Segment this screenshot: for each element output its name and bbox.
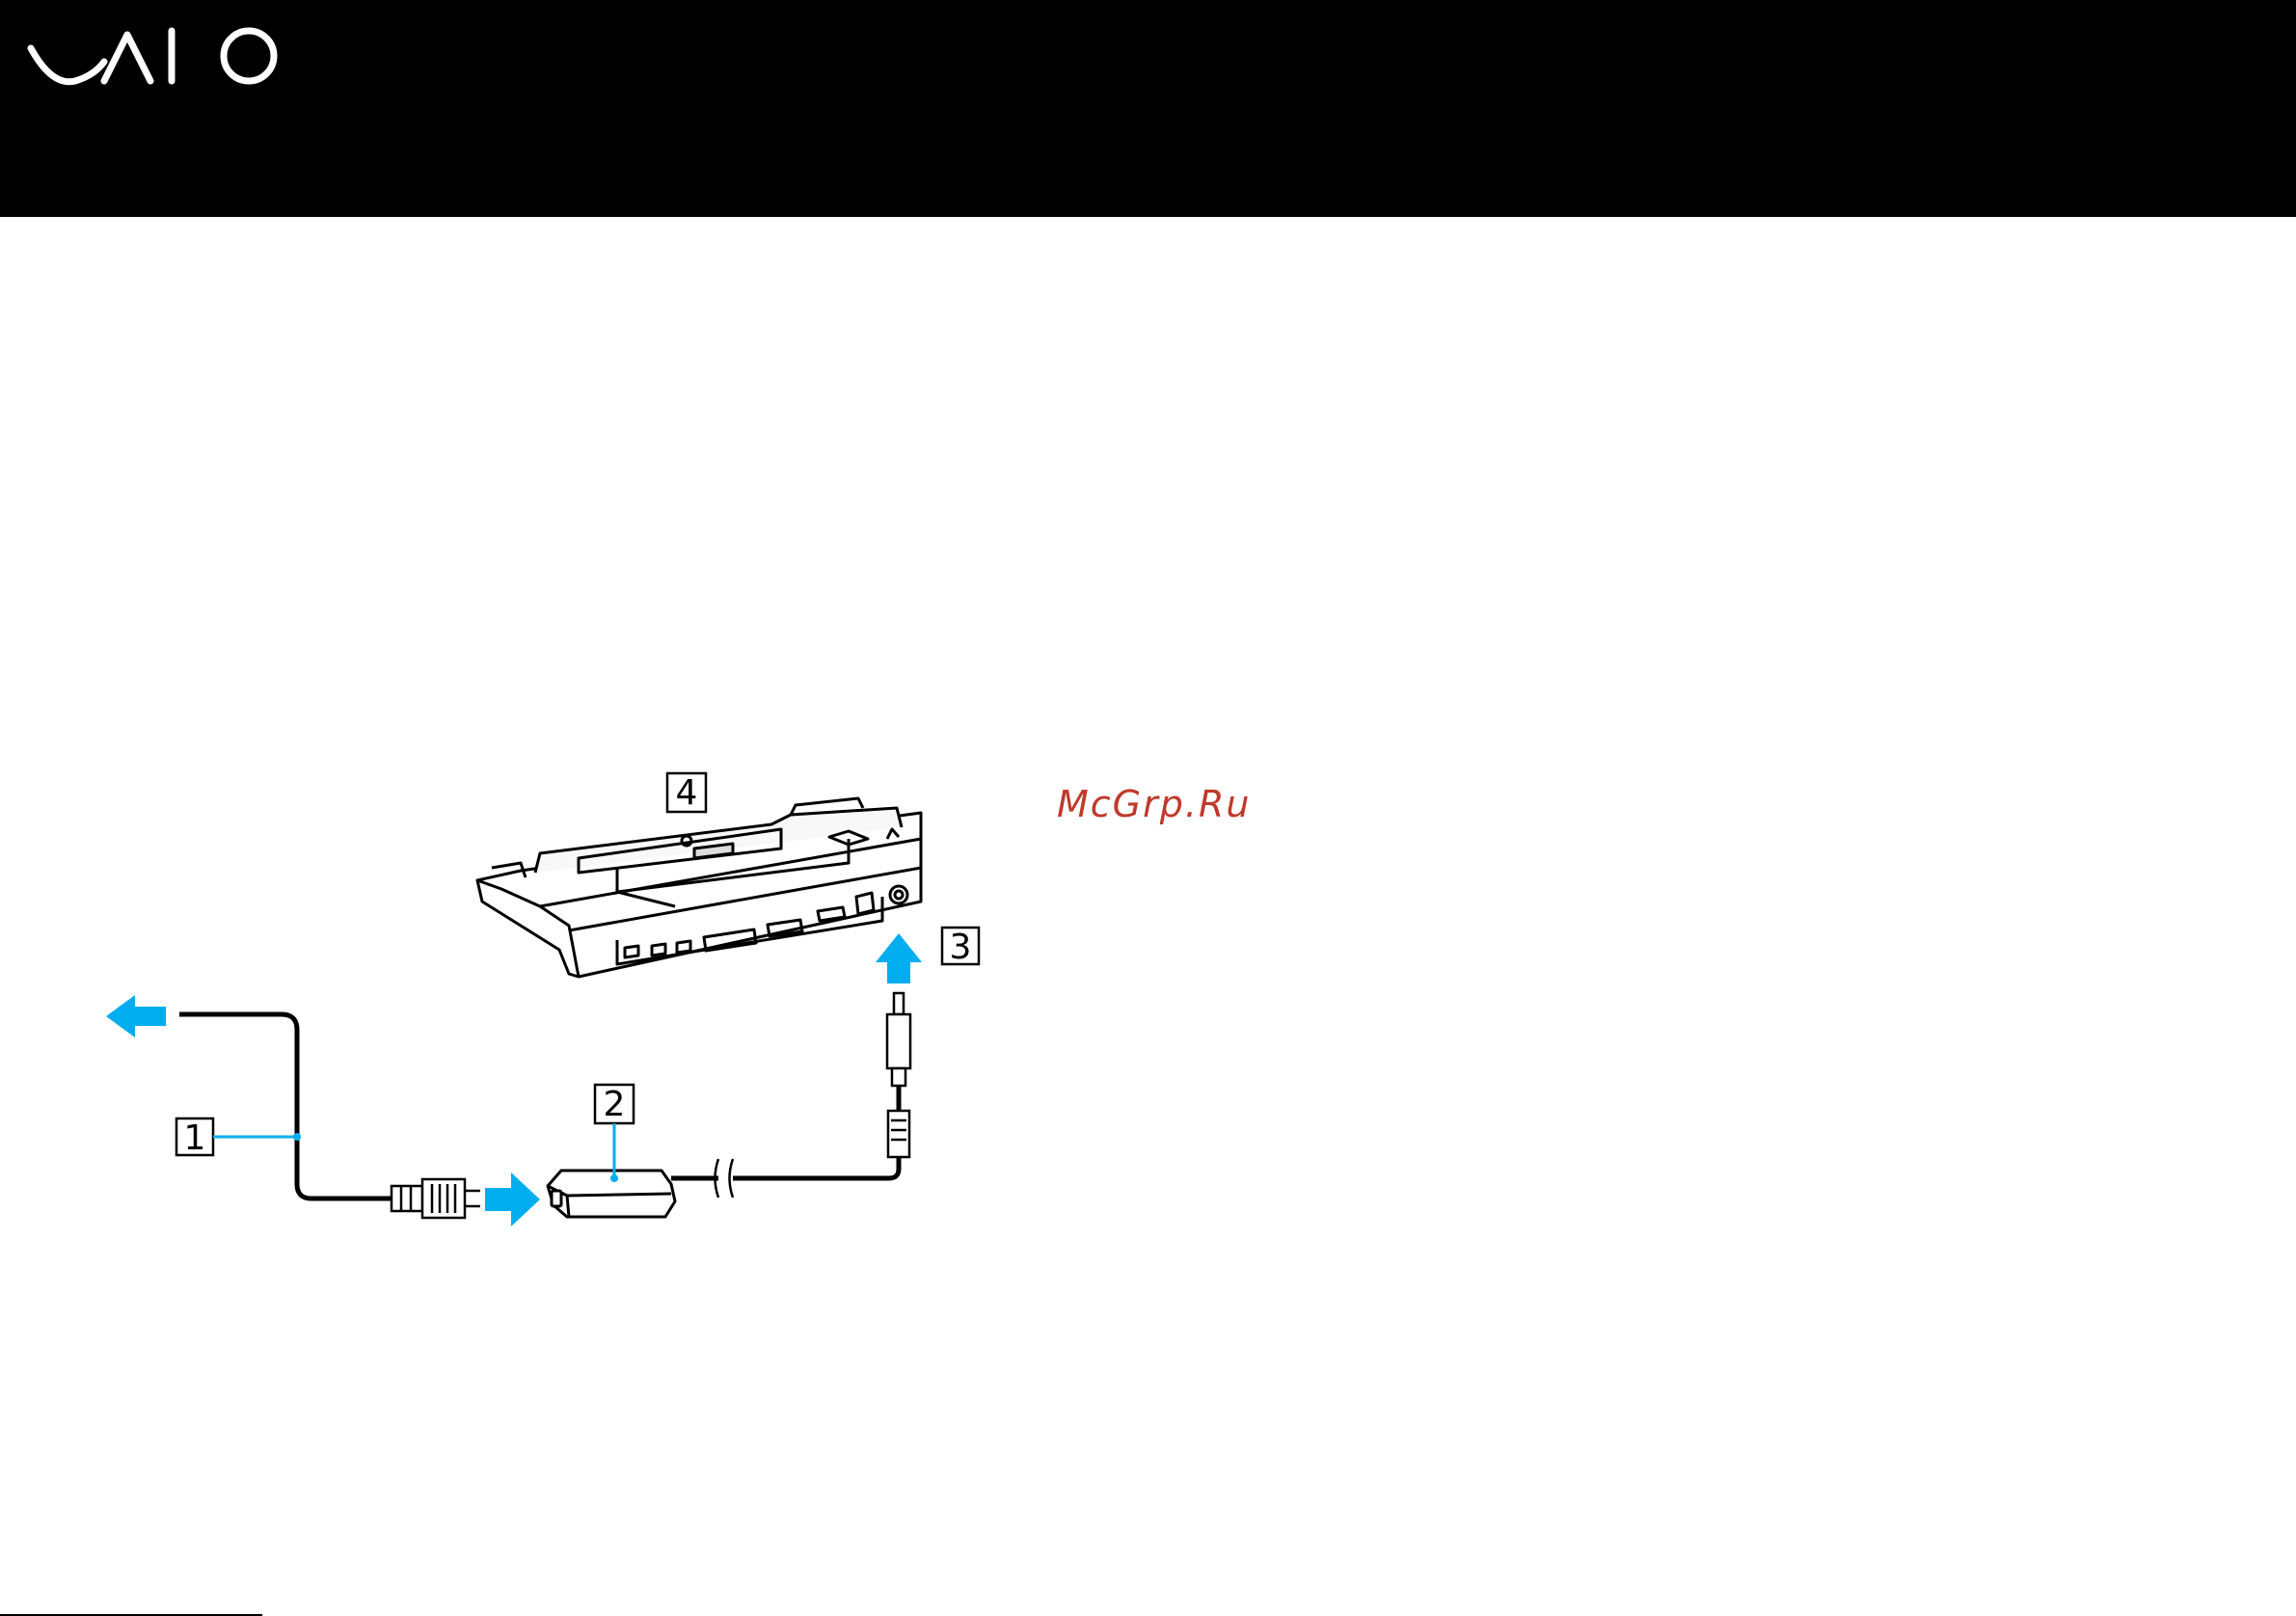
- callout-3: 3: [942, 928, 979, 967]
- svg-text:3: 3: [950, 928, 972, 967]
- insert-arrow-right: [485, 1172, 540, 1226]
- dc-cable: [671, 1086, 899, 1178]
- callout-4: 4: [667, 773, 706, 813]
- callout-1: 1: [176, 1118, 301, 1158]
- power-cord-plug: [392, 1179, 480, 1218]
- svg-text:1: 1: [184, 1118, 206, 1158]
- callout-2: 2: [595, 1085, 634, 1182]
- docking-station: [477, 798, 921, 977]
- dc-plug: [887, 993, 910, 1157]
- svg-text:2: 2: [604, 1085, 626, 1124]
- insert-arrow-up: [876, 933, 922, 983]
- svg-text:4: 4: [676, 773, 698, 813]
- power-cord: [179, 1014, 392, 1199]
- watermark: McGrp.Ru: [1057, 783, 1251, 825]
- outlet-arrow-left: [106, 995, 166, 1037]
